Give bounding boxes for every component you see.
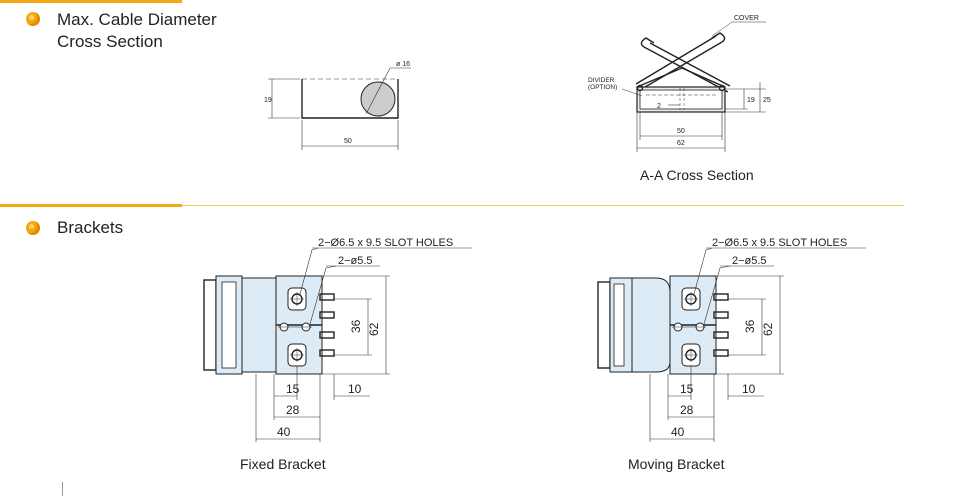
section-bullet-icon — [26, 221, 40, 235]
outer-height-label: 25 — [763, 97, 771, 104]
width-label: 50 — [344, 138, 352, 145]
moving-dim-10: 10 — [742, 382, 756, 396]
outer-width-label: 62 — [677, 140, 685, 147]
moving-dim-36: 36 — [743, 319, 757, 333]
fixed-dim-28: 28 — [286, 403, 300, 417]
moving-slot-label: 2−Ø6.5 x 9.5 SLOT HOLES — [712, 237, 847, 249]
divider-label-1: DIVIDER — [588, 77, 615, 84]
section-title-line2: Cross Section — [57, 32, 163, 51]
fixed-dim-62: 62 — [367, 322, 381, 336]
fixed-bracket-caption: Fixed Bracket — [240, 456, 326, 472]
fixed-dim-40: 40 — [277, 425, 291, 439]
moving-dim-28: 28 — [680, 403, 694, 417]
moving-dim-40: 40 — [671, 425, 685, 439]
fixed-slot-label: 2−Ø6.5 x 9.5 SLOT HOLES — [318, 237, 453, 249]
trough-outline — [301, 79, 399, 119]
fixed-dim-10: 10 — [348, 382, 362, 396]
section-title-brackets: Brackets — [57, 218, 124, 237]
dia-leader — [365, 67, 391, 115]
inner-height-label: 19 — [747, 97, 755, 104]
fixed-dim-15: 15 — [286, 382, 300, 396]
aa-cross-section-caption: A-A Cross Section — [640, 167, 754, 183]
section-accent-bar — [0, 0, 182, 3]
inner-width-label: 50 — [677, 128, 685, 135]
moving-dim-15: 15 — [680, 382, 694, 396]
cover-label: COVER — [734, 15, 759, 22]
dia-label: ø 16 — [396, 61, 410, 68]
fixed-hole-label: 2−ø5.5 — [338, 255, 373, 267]
bottom-divider — [62, 482, 63, 496]
section-divider — [0, 205, 904, 206]
fixed-dim-36: 36 — [349, 319, 363, 333]
section-accent-bar — [0, 204, 182, 207]
section-title-line1: Max. Cable Diameter — [57, 10, 217, 29]
height-label: 19 — [264, 97, 272, 104]
divider-label-2: (OPTION) — [588, 84, 617, 91]
divider-gap-label: 2 — [657, 103, 661, 110]
section-title-cross-section: Max. Cable Diameter Cross Section — [57, 9, 217, 53]
moving-dim-62: 62 — [761, 322, 775, 336]
cover-arm-right — [639, 41, 723, 91]
section-bullet-icon — [26, 12, 40, 26]
moving-hole-label: 2−ø5.5 — [732, 255, 767, 267]
moving-bracket-caption: Moving Bracket — [628, 456, 725, 472]
